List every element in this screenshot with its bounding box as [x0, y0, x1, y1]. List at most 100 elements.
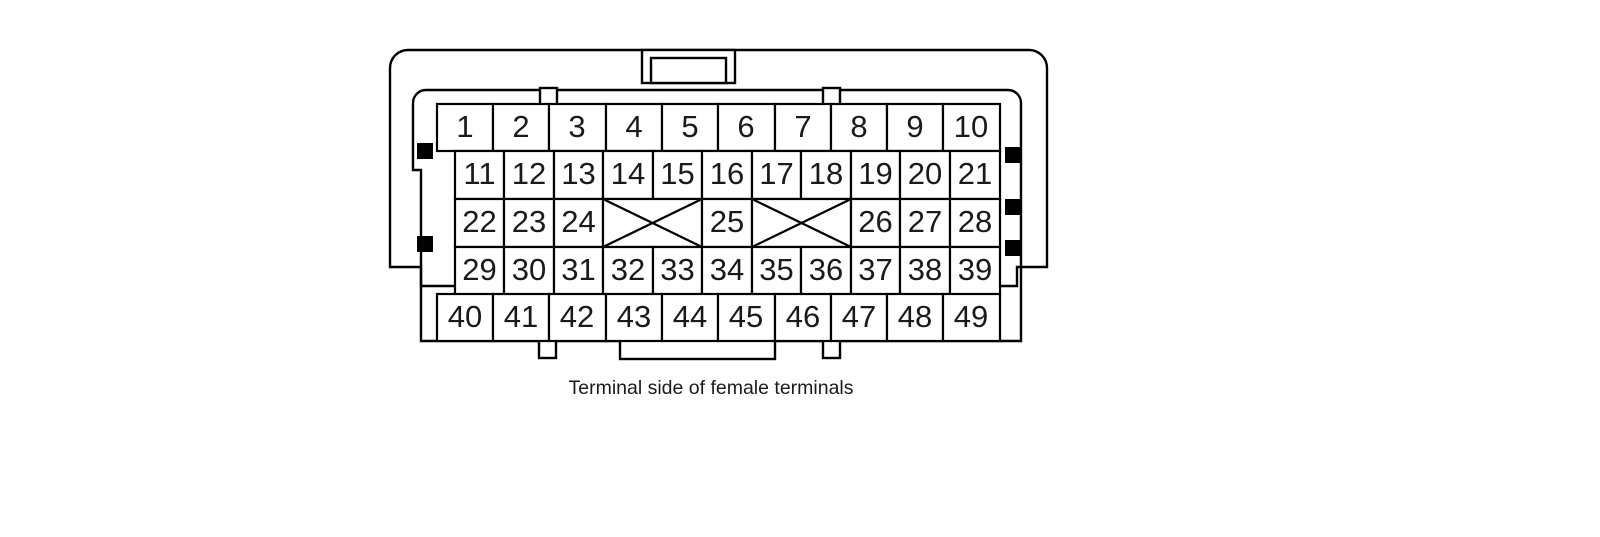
- pin-row-3: 22 23 24 25 26 27 28: [453, 197, 1002, 249]
- pin-cell: 34: [700, 245, 754, 297]
- pin-cell: 47: [829, 292, 889, 343]
- bottom-tab-right: [821, 338, 842, 360]
- pin-label: 26: [858, 204, 892, 239]
- pin-label: 31: [561, 252, 595, 287]
- pin-cell: 8: [829, 102, 889, 153]
- pin-cell: 27: [898, 197, 952, 249]
- pin-cell: 19: [849, 149, 902, 201]
- right-locking-tab-1: [1005, 147, 1021, 163]
- pin-label: 43: [617, 299, 651, 334]
- pin-label: 11: [463, 156, 495, 191]
- pin-row-1: 1 2 3 4 5 6 7 8 9 10: [435, 102, 1002, 153]
- pin-cell: 39: [948, 245, 1002, 297]
- inner-housing-shell: [411, 88, 1023, 343]
- left-locking-tab-1: [417, 143, 433, 159]
- pin-cell: 37: [849, 245, 902, 297]
- pin-cell: 17: [750, 149, 803, 201]
- pin-label: 32: [611, 252, 645, 287]
- top-notch-left: [538, 86, 559, 107]
- pin-label: 17: [759, 156, 793, 191]
- pin-cell: 24: [552, 197, 605, 249]
- pin-label: 19: [858, 156, 892, 191]
- pin-label: 35: [759, 252, 793, 287]
- top-center-latch: [640, 48, 737, 85]
- pin-cell: 40: [435, 292, 495, 343]
- bottom-tab-left: [537, 338, 558, 360]
- pin-cell: 36: [799, 245, 853, 297]
- pin-cell: 29: [453, 245, 506, 297]
- outer-housing-shell: [388, 48, 1049, 288]
- right-locking-tab-3: [1005, 240, 1021, 256]
- pin-cell: 10: [941, 102, 1002, 153]
- pin-label: 42: [560, 299, 594, 334]
- pin-cell: 16: [700, 149, 754, 201]
- pin-cell: 43: [604, 292, 664, 343]
- pin-cell: 7: [773, 102, 833, 153]
- left-locking-tab-2: [417, 236, 433, 252]
- pin-label: 24: [561, 204, 595, 239]
- pin-cell: 33: [651, 245, 704, 297]
- blank-crossed-cell-left: [601, 197, 704, 249]
- pin-label: 9: [906, 109, 923, 144]
- pin-cell: 41: [491, 292, 551, 343]
- pin-label: 47: [842, 299, 876, 334]
- pin-cell: 48: [885, 292, 945, 343]
- pin-label: 8: [850, 109, 867, 144]
- pin-label: 2: [512, 109, 529, 144]
- pin-label: 37: [858, 252, 892, 287]
- pin-cell: 28: [948, 197, 1002, 249]
- pin-cell: 14: [601, 149, 655, 201]
- pin-label: 29: [462, 252, 496, 287]
- pin-cell: 12: [502, 149, 556, 201]
- pin-label: 33: [660, 252, 694, 287]
- pin-cell: 3: [547, 102, 608, 153]
- pin-cell: 4: [604, 102, 664, 153]
- pin-cell: 42: [547, 292, 608, 343]
- pin-cell: 6: [716, 102, 777, 153]
- pin-label: 44: [673, 299, 707, 334]
- pin-label: 20: [908, 156, 942, 191]
- pin-label: 30: [512, 252, 546, 287]
- pin-label: 14: [611, 156, 645, 191]
- pin-row-5: 40 41 42 43 44 45 46 47 48 49: [435, 292, 1002, 343]
- pin-label: 3: [568, 109, 585, 144]
- pin-label: 23: [512, 204, 546, 239]
- pin-cell: 21: [948, 149, 1002, 201]
- pin-label: 18: [809, 156, 843, 191]
- pin-cell: 20: [898, 149, 952, 201]
- pin-label: 27: [908, 204, 942, 239]
- figure-caption: Terminal side of female terminals: [568, 377, 853, 399]
- pin-row-2: 11 12 13 14 15 16 17 18 19 20 21: [453, 149, 1002, 201]
- pin-cell: 13: [552, 149, 605, 201]
- pin-cell: 45: [716, 292, 777, 343]
- pin-label: 10: [954, 109, 988, 144]
- pin-label: 1: [456, 109, 473, 144]
- pin-cell: 49: [941, 292, 1002, 343]
- pin-cell: 9: [885, 102, 945, 153]
- pin-cell: 25: [700, 197, 754, 249]
- pin-label: 46: [786, 299, 820, 334]
- pin-label: 48: [898, 299, 932, 334]
- pin-cell: 2: [491, 102, 551, 153]
- pin-cell: 22: [453, 197, 506, 249]
- pin-cell: 15: [651, 149, 704, 201]
- pin-cell: 18: [799, 149, 853, 201]
- pin-cell: 31: [552, 245, 605, 297]
- pin-label: 40: [448, 299, 482, 334]
- pin-cell: 1: [435, 102, 495, 153]
- pin-label: 38: [908, 252, 942, 287]
- pin-cell: 35: [750, 245, 803, 297]
- pin-cell: 46: [773, 292, 833, 343]
- pin-label: 7: [794, 109, 811, 144]
- pin-label: 5: [681, 109, 698, 144]
- pin-label: 16: [710, 156, 744, 191]
- pin-label: 49: [954, 299, 988, 334]
- pin-label: 13: [561, 156, 595, 191]
- pin-label: 12: [512, 156, 546, 191]
- bottom-center-tab: [618, 338, 777, 361]
- top-notch-right: [821, 86, 842, 107]
- pin-label: 22: [462, 204, 496, 239]
- pin-label: 39: [958, 252, 992, 287]
